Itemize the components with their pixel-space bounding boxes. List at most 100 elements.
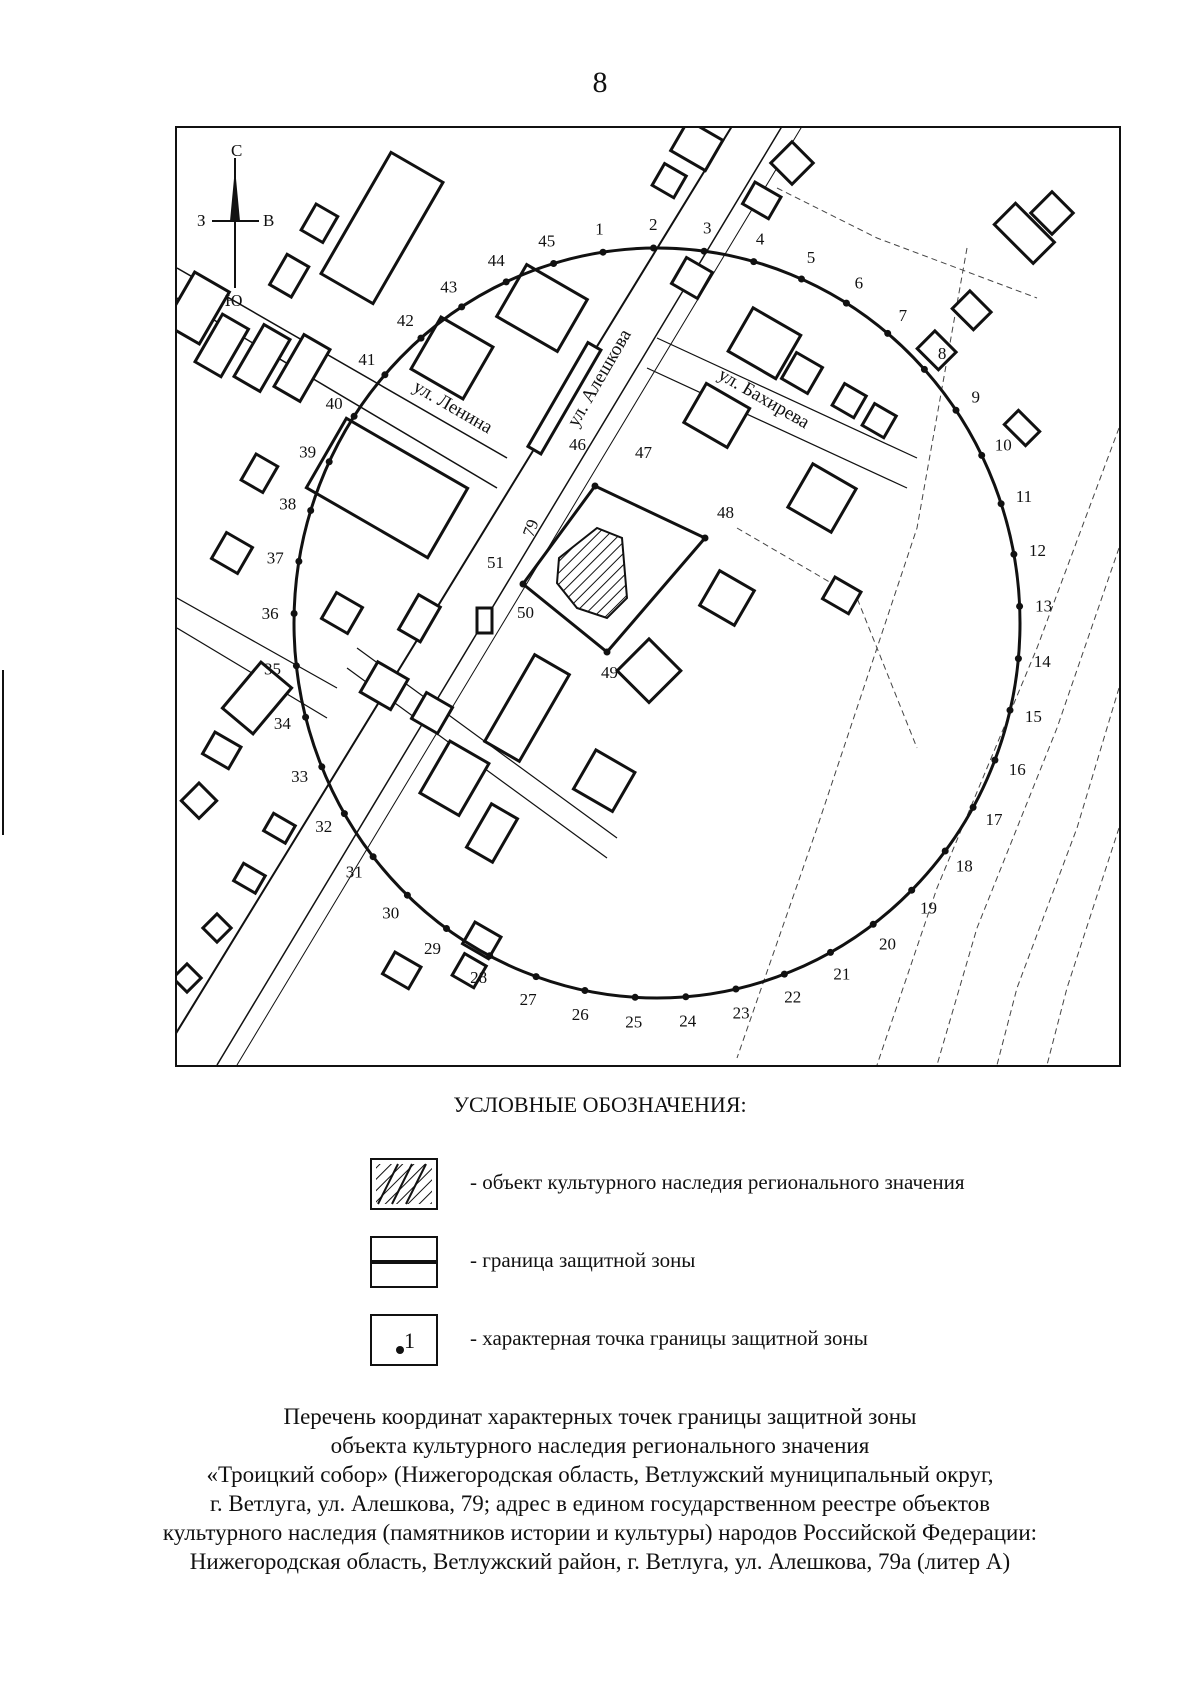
point-label-4: 4	[756, 229, 765, 248]
margin-mark	[2, 670, 4, 835]
point-label-13: 13	[1035, 596, 1052, 615]
boundary-point-35	[292, 662, 300, 670]
boundary-point-17	[969, 803, 977, 811]
boundary-point-21	[827, 948, 834, 956]
point-label-34: 34	[274, 714, 292, 733]
boundary-point-41	[381, 371, 389, 379]
legend-line-swatch	[370, 1236, 438, 1288]
point-label-2: 2	[649, 215, 658, 234]
boundary-point-27	[532, 973, 540, 981]
boundary-point-39	[325, 458, 333, 466]
point-label-51: 51	[487, 553, 504, 572]
point-label-16: 16	[1009, 760, 1026, 779]
boundary-point-3	[700, 247, 708, 255]
boundary-point-11	[997, 500, 1005, 508]
point-label-18: 18	[956, 857, 973, 876]
legend-point-swatch: 1	[370, 1314, 438, 1366]
coordinates-caption: Перечень координат характерных точек гра…	[0, 1402, 1200, 1576]
caption-line: культурного наследия (памятников истории…	[162, 1520, 1038, 1545]
boundary-point-2	[650, 244, 657, 252]
point-label-21: 21	[833, 965, 850, 984]
point-label-17: 17	[986, 810, 1004, 829]
compass-east: В	[263, 211, 274, 230]
point-label-41: 41	[358, 350, 375, 369]
point-label-49: 49	[601, 663, 618, 682]
boundary-point-23	[732, 985, 740, 993]
boundary-point-42	[417, 334, 425, 342]
point-label-33: 33	[291, 767, 308, 786]
boundary-point-14	[1014, 655, 1022, 663]
legend-text-heritage: - объект культурного наследия региональн…	[470, 1170, 965, 1194]
point-label-11: 11	[1016, 487, 1032, 506]
point-label-36: 36	[262, 604, 279, 623]
boundary-point-26	[581, 987, 589, 994]
point-label-9: 9	[972, 388, 981, 407]
boundary-point-30	[403, 891, 411, 899]
boundary-point-31	[369, 853, 377, 861]
point-label-15: 15	[1025, 707, 1042, 726]
point-label-7: 7	[899, 306, 908, 325]
site-plan-map: С Ю В З ул. Ленина ул. Алешкова ул. Бахи…	[177, 128, 1119, 1065]
boundary-point-29	[443, 925, 450, 932]
boundary-point-24	[682, 993, 690, 1001]
point-label-10: 10	[995, 436, 1012, 455]
boundary-point-32	[340, 810, 348, 818]
cathedral-site	[519, 482, 709, 656]
point-label-48: 48	[717, 503, 734, 522]
boundary-point-44	[502, 278, 510, 286]
point-label-14: 14	[1034, 652, 1052, 671]
boundary-point-12	[1010, 550, 1018, 558]
compass-north: С	[231, 141, 242, 160]
point-label-40: 40	[326, 394, 343, 413]
point-label-22: 22	[784, 988, 801, 1007]
map-frame: С Ю В З ул. Ленина ул. Алешкова ул. Бахи…	[175, 126, 1121, 1067]
boundary-point-34	[302, 713, 310, 721]
point-label-3: 3	[703, 218, 712, 237]
point-label-35: 35	[264, 660, 281, 679]
point-label-42: 42	[397, 311, 414, 330]
caption-line: объекта культурного наследия регионально…	[330, 1433, 870, 1458]
boundary-point-1	[599, 248, 607, 256]
point-label-29: 29	[424, 939, 441, 958]
point-label-46: 46	[569, 435, 586, 454]
point-label-39: 39	[299, 443, 316, 462]
point-label-32: 32	[315, 817, 332, 836]
point-label-5: 5	[807, 248, 816, 267]
boundary-points	[290, 244, 1024, 1001]
building-number-label: 79	[519, 517, 543, 539]
legend-item-heritage: - объект культурного наследия региональн…	[370, 1158, 1070, 1214]
point-label-25: 25	[625, 1012, 642, 1031]
boundary-point-28	[486, 952, 494, 960]
boundary-point-9	[952, 406, 960, 414]
boundary-point-4	[750, 258, 758, 266]
legend-title: УСЛОВНЫЕ ОБОЗНАЧЕНИЯ:	[453, 1092, 747, 1117]
street-lines	[177, 128, 918, 1065]
point-label-27: 27	[520, 990, 538, 1009]
boundary-point-33	[318, 763, 326, 771]
legend-text-boundary: - граница защитной зоны	[470, 1248, 696, 1272]
boundary-point-22	[780, 970, 788, 978]
compass-rose: С Ю В З	[197, 141, 274, 310]
terrain-lines	[736, 187, 1119, 1065]
point-label-28: 28	[470, 968, 487, 987]
caption-line: Перечень координат характерных точек гра…	[283, 1404, 917, 1429]
legend-text-point: - характерная точка границы защитной зон…	[470, 1326, 868, 1350]
point-label-26: 26	[572, 1005, 589, 1024]
boundary-point-16	[991, 756, 999, 764]
legend-item-point: 1 - характерная точка границы защитной з…	[370, 1314, 1070, 1370]
legend-hatched-swatch	[370, 1158, 438, 1210]
point-label-24: 24	[679, 1012, 697, 1031]
boundary-point-37	[295, 557, 303, 565]
point-label-50: 50	[517, 603, 534, 622]
boundary-point-15	[1006, 706, 1014, 714]
point-label-38: 38	[279, 494, 296, 513]
caption-line: «Троицкий собор» (Нижегородская область,…	[206, 1462, 994, 1487]
boundary-point-10	[978, 451, 986, 459]
point-label-6: 6	[855, 274, 864, 293]
boundary-point-19	[908, 886, 916, 894]
page-number: 8	[592, 66, 608, 99]
point-label-45: 45	[538, 232, 555, 251]
boundary-point-25	[631, 993, 639, 1001]
compass-south: Ю	[225, 291, 242, 310]
